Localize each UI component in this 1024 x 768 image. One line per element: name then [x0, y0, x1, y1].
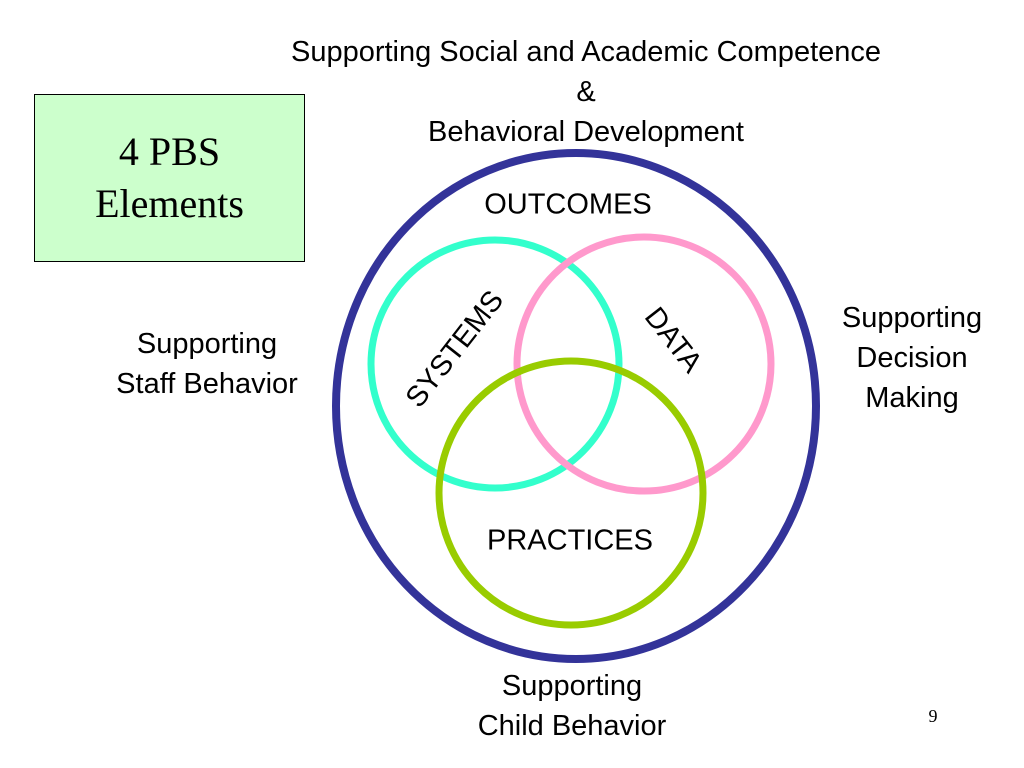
top-label-line-1: Supporting Social and Academic Competenc… [290, 36, 882, 68]
left-label-line-2: Staff Behavior [116, 368, 298, 400]
bottom-label-line-2: Child Behavior [477, 710, 667, 742]
left-label-line-1: Supporting [136, 328, 278, 360]
outcomes-label: OUTCOMES [484, 189, 652, 221]
left-label: Supporting Staff Behavior [92, 324, 322, 404]
right-label: Supporting Decision Making [820, 298, 1004, 418]
systems-circle [367, 236, 623, 492]
bottom-label: Supporting Child Behavior [440, 666, 704, 746]
right-label-line-1: Supporting [841, 302, 983, 334]
bottom-label-line-1: Supporting [501, 670, 643, 702]
title-line-2: Elements [95, 181, 244, 226]
right-label-line-3: Making [865, 382, 959, 414]
practices-label: PRACTICES [487, 525, 653, 557]
outcomes-circle [332, 149, 820, 663]
title-line-1: 4 PBS [118, 129, 221, 174]
top-label: Supporting Social and Academic Competenc… [212, 32, 960, 152]
data-circle [513, 233, 775, 495]
title-box: 4 PBS Elements [34, 94, 305, 262]
systems-label: SYSTEMS [400, 285, 511, 414]
practices-circle [435, 357, 707, 629]
right-label-line-2: Decision [856, 342, 968, 374]
data-label: DATA [638, 302, 709, 380]
top-label-line-2: & [576, 76, 596, 108]
page-number: 9 [928, 706, 938, 726]
top-label-line-3: Behavioral Development [428, 116, 744, 148]
